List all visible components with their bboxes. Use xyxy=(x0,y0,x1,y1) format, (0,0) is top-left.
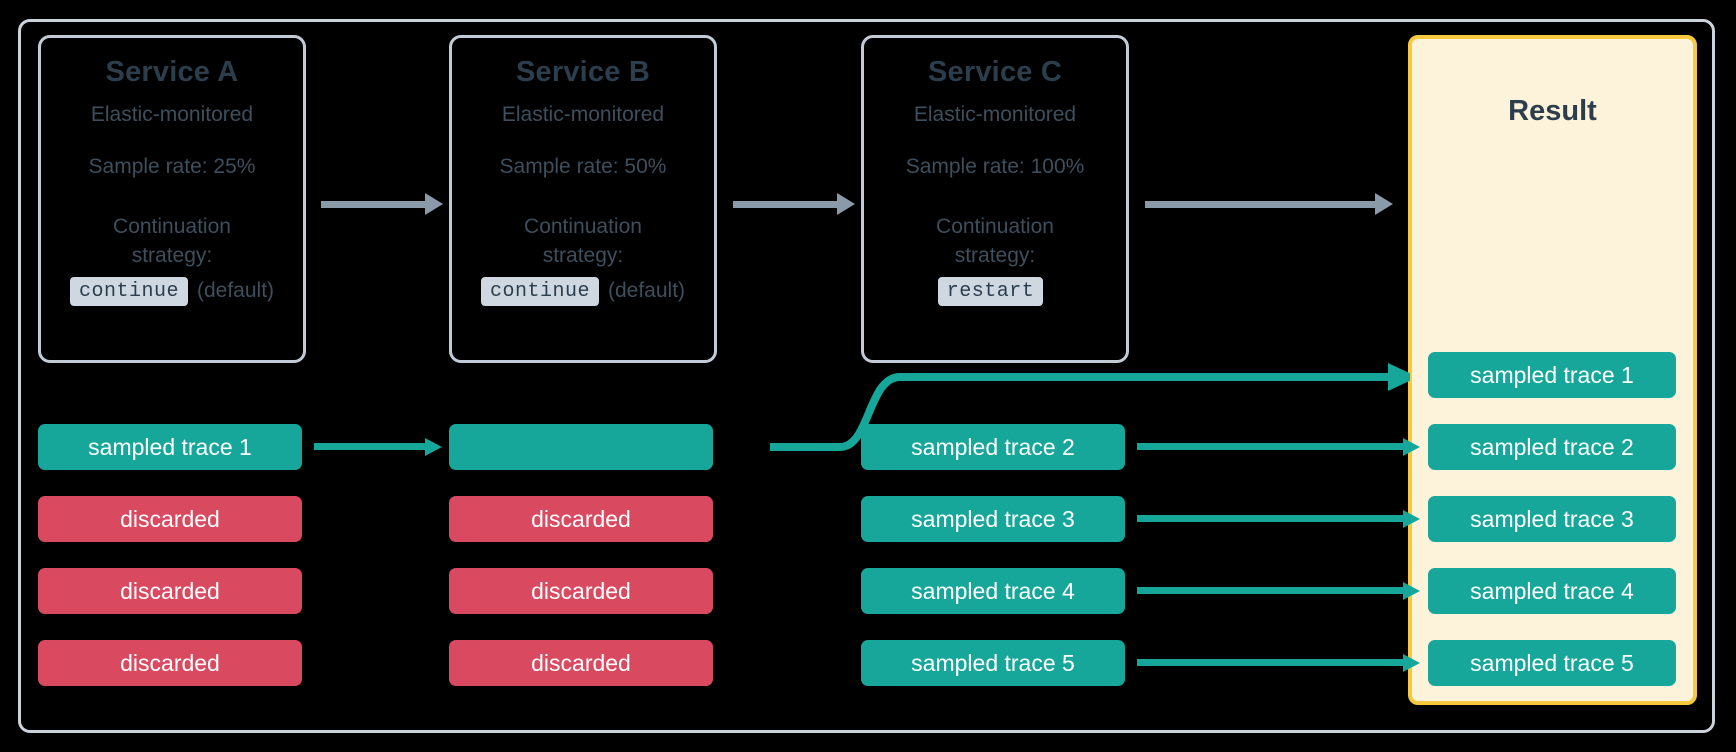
service-a-strategy-line2: strategy: xyxy=(131,243,213,267)
service-a-strategy-note: (default) xyxy=(196,279,275,303)
service-c-strategy-label: Continuation strategy: xyxy=(936,213,1054,271)
arrow-shaft xyxy=(1137,587,1405,594)
service-card-a: Service A Elastic-monitored Sample rate:… xyxy=(38,35,306,363)
arrow-head-icon xyxy=(1388,363,1418,391)
result-trace-pill-4: sampled trace 4 xyxy=(1428,568,1676,614)
service-b-strategy-label: Continuation strategy: xyxy=(524,213,642,271)
arrow-head-icon xyxy=(1403,582,1420,600)
service-c-strategy-line2: strategy: xyxy=(954,243,1036,267)
service-a-subtitle: Elastic-monitored xyxy=(90,103,254,126)
trace-pill-a-2: discarded xyxy=(38,496,302,542)
service-c-title: Service C xyxy=(928,56,1062,88)
arrow-head-icon xyxy=(425,193,443,215)
trace-pill-b-1 xyxy=(449,424,713,470)
service-b-strategy-note: (default) xyxy=(607,279,686,303)
service-card-c: Service C Elastic-monitored Sample rate:… xyxy=(861,35,1129,363)
arrow-shaft xyxy=(314,443,427,450)
trace-pill-c-1: sampled trace 2 xyxy=(861,424,1125,470)
arrow-shaft xyxy=(1137,515,1405,522)
service-a-strategy-value-row: continue (default) xyxy=(69,276,275,306)
trace-pill-b-3: discarded xyxy=(449,568,713,614)
service-b-strategy-line1: Continuation xyxy=(524,215,642,238)
arrow-head-icon xyxy=(425,438,442,456)
arrow-head-icon xyxy=(1375,193,1393,215)
trace-arrow-c4-to-result5 xyxy=(1137,654,1420,672)
service-b-strategy-code: continue xyxy=(480,276,599,306)
result-trace-pill-2: sampled trace 2 xyxy=(1428,424,1676,470)
trace-pill-a-3: discarded xyxy=(38,568,302,614)
curve-path xyxy=(766,373,1394,451)
service-b-subtitle: Elastic-monitored xyxy=(501,103,665,126)
flow-arrow-a-to-b xyxy=(321,193,443,215)
service-c-strategy-code: restart xyxy=(937,276,1044,306)
arrow-head-icon xyxy=(837,193,855,215)
service-b-strategy-value-row: continue (default) xyxy=(480,276,686,306)
arrow-shaft xyxy=(733,201,839,208)
result-trace-pill-5: sampled trace 5 xyxy=(1428,640,1676,686)
trace-curve-b1-to-result1 xyxy=(766,355,1418,465)
trace-arrow-c1-to-result2 xyxy=(1137,438,1420,456)
service-a-strategy-line1: Continuation xyxy=(113,215,231,238)
curve-svg xyxy=(766,363,1418,451)
service-c-strategy-line1: Continuation xyxy=(936,215,1054,238)
arrow-head-icon xyxy=(1403,510,1420,528)
arrow-head-icon xyxy=(1403,438,1420,456)
service-b-sample-rate: Sample rate: 50% xyxy=(499,155,667,178)
service-a-title: Service A xyxy=(105,56,239,88)
arrow-shaft xyxy=(1145,201,1377,208)
service-c-subtitle: Elastic-monitored xyxy=(913,103,1077,126)
result-trace-pill-3: sampled trace 3 xyxy=(1428,496,1676,542)
trace-pill-c-2: sampled trace 3 xyxy=(861,496,1125,542)
trace-arrow-c3-to-result4 xyxy=(1137,582,1420,600)
service-a-sample-rate: Sample rate: 25% xyxy=(88,155,256,178)
service-b-strategy-line2: strategy: xyxy=(542,243,624,267)
trace-pill-b-2: discarded xyxy=(449,496,713,542)
service-c-sample-rate: Sample rate: 100% xyxy=(905,155,1085,178)
flow-arrow-c-to-result xyxy=(1145,193,1393,215)
arrow-shaft xyxy=(1137,443,1405,450)
trace-pill-a-4: discarded xyxy=(38,640,302,686)
result-trace-pill-1: sampled trace 1 xyxy=(1428,352,1676,398)
trace-arrow-a1-to-b1 xyxy=(314,438,442,456)
trace-pill-b-4: discarded xyxy=(449,640,713,686)
result-title: Result xyxy=(1508,95,1597,127)
trace-pill-a-1: sampled trace 1 xyxy=(38,424,302,470)
service-a-strategy-code: continue xyxy=(69,276,188,306)
flow-arrow-b-to-c xyxy=(733,193,855,215)
trace-arrow-c2-to-result3 xyxy=(1137,510,1420,528)
service-c-strategy-value-row: restart xyxy=(937,276,1053,306)
trace-pill-c-4: sampled trace 5 xyxy=(861,640,1125,686)
trace-pill-c-3: sampled trace 4 xyxy=(861,568,1125,614)
service-card-b: Service B Elastic-monitored Sample rate:… xyxy=(449,35,717,363)
arrow-shaft xyxy=(321,201,427,208)
arrow-head-icon xyxy=(1403,654,1420,672)
service-b-title: Service B xyxy=(516,56,650,88)
service-a-strategy-label: Continuation strategy: xyxy=(113,213,231,271)
arrow-shaft xyxy=(1137,659,1405,666)
